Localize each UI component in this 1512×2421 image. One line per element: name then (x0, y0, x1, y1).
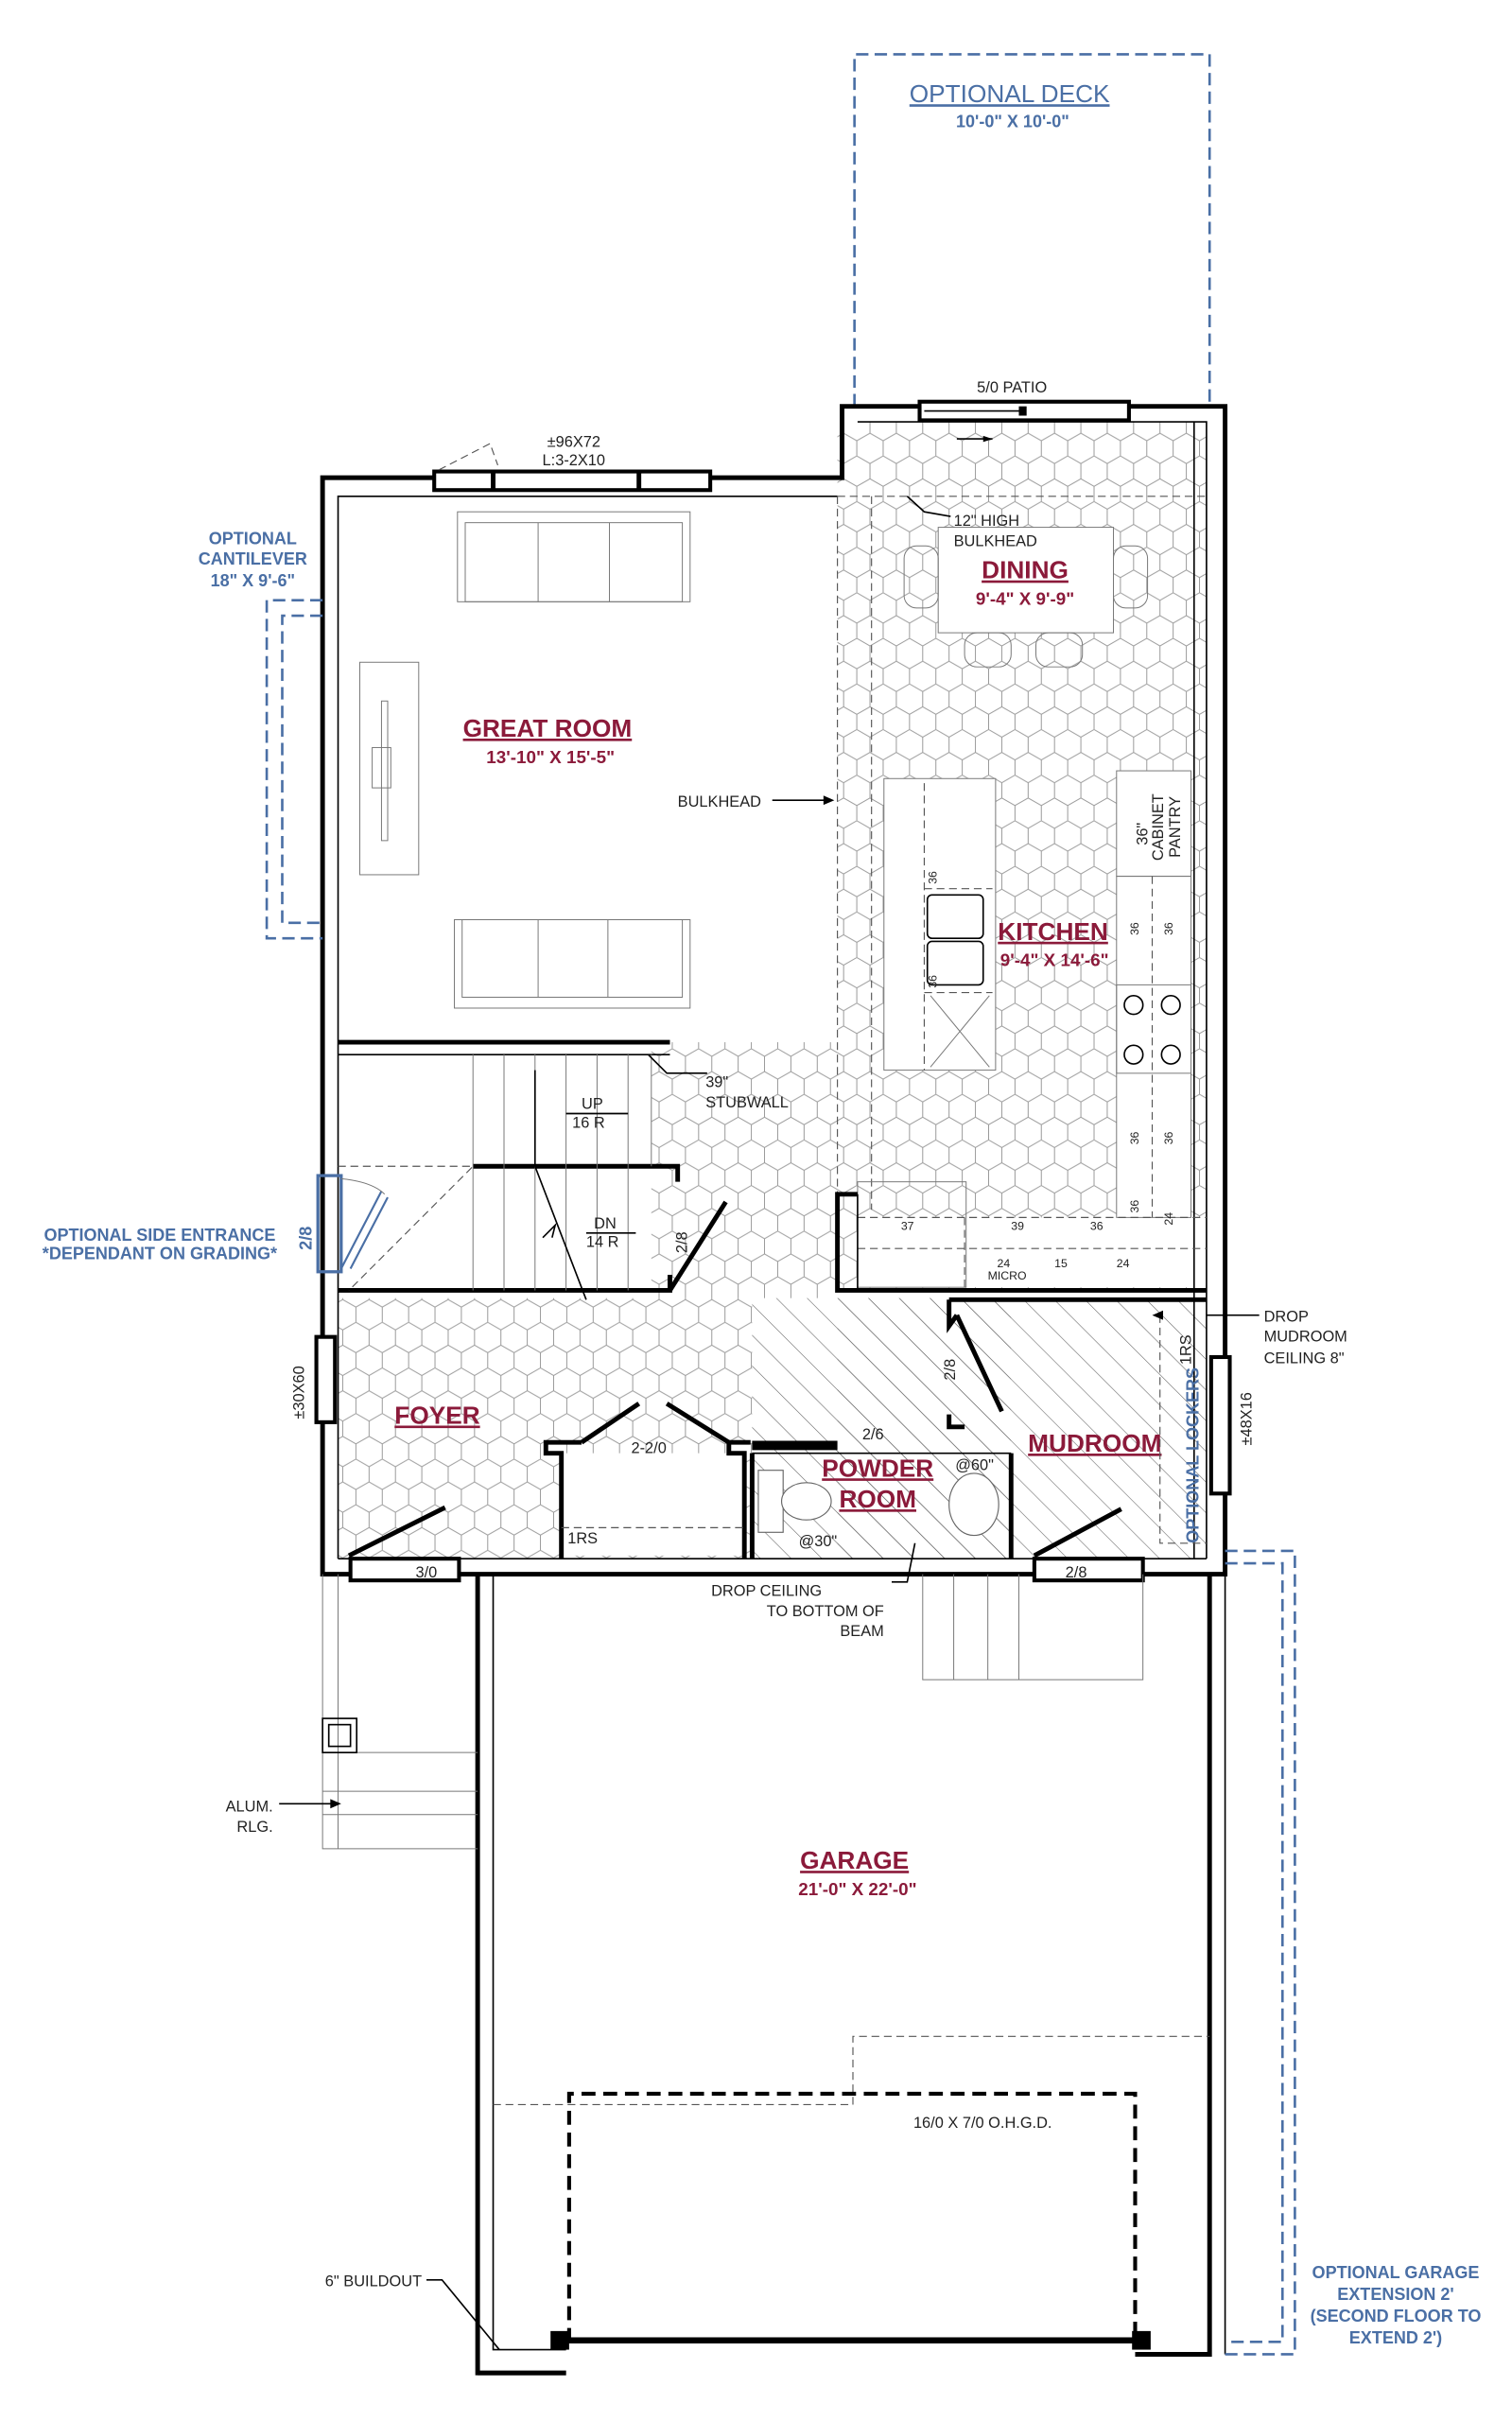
windows (314, 399, 1232, 1496)
stubwall-label: 39" (705, 1074, 728, 1091)
kitchen-dims-i-label: 37 (901, 1219, 914, 1232)
kitchen-dims-j-label: 39 (1011, 1219, 1024, 1232)
dining-bulkhead-label: 12" HIGH (954, 513, 1020, 530)
kitchen-dims-l-label: 24 (998, 1257, 1011, 1270)
kitchen-dims-n-label: 15 (1054, 1257, 1068, 1270)
garage-size: 21'-0" X 22'-0" (798, 1879, 916, 1899)
optional-garage-extension: OPTIONAL GARAGE EXTENSION 2' (SECOND FLO… (1225, 1549, 1482, 2356)
stairs-up-risers: 16 R (572, 1114, 605, 1131)
mudroom-label: MUDROOM (1028, 1429, 1161, 1457)
drop-ceiling-label: TO BOTTOM OF (767, 1603, 884, 1620)
mudroom-door-label: 2/8 (942, 1359, 959, 1381)
deck-title: OPTIONAL DECK (910, 79, 1110, 108)
kitchen-dims-h-label: 24 (1162, 1212, 1175, 1226)
garage-ext-l1-label: OPTIONAL GARAGE (1312, 2263, 1480, 2282)
drop-ceiling-mudroom-label: CEILING 8" (1264, 1350, 1345, 1367)
garage-entry-door-label: 2/8 (1066, 1564, 1087, 1581)
optional-lockers-label: OPTIONAL LOCKERS (1184, 1367, 1203, 1543)
drop-ceiling-label: DROP CEILING (711, 1583, 822, 1600)
drop-ceiling-label: BEAM (840, 1623, 883, 1640)
side-entrance-label: OPTIONAL SIDE ENTRANCE (43, 1226, 275, 1245)
exterior-walls (320, 404, 1228, 2376)
interior-walls (347, 1297, 1207, 1583)
drop-ceiling-mudroom-label: MUDROOM (1264, 1329, 1347, 1346)
powder-room-label-2: ROOM (839, 1485, 916, 1513)
garage-door-label: 16/0 X 7/0 O.H.G.D. (913, 2115, 1052, 2132)
dining-bulkhead-label: BULKHEAD (954, 532, 1037, 549)
garage-ext-l4-label: EXTEND 2') (1349, 2328, 1442, 2347)
powder-door-label: 2/6 (862, 1426, 884, 1443)
cantilever-label: OPTIONAL (209, 530, 297, 549)
stairs-down-risers: 14 R (586, 1234, 619, 1251)
pantry-label: 36" (1135, 823, 1152, 845)
kitchen-dims-b-label: 36 (927, 975, 940, 988)
great-room-size: 13'-10" X 15'-5" (486, 747, 615, 767)
kitchen-dims-micro-label: MICRO (988, 1269, 1027, 1282)
mudroom-window-label: ±48X16 (1238, 1392, 1255, 1445)
optional-cantilever: OPTIONAL CANTILEVER 18" X 9'-6" (199, 530, 323, 940)
side-entrance-note: *DEPENDANT ON GRADING* (43, 1245, 277, 1263)
deck-size: 10'-0" X 10'-0" (956, 112, 1069, 131)
cantilever-label: CANTILEVER (199, 549, 307, 568)
patio-door-label: 5/0 PATIO (977, 379, 1047, 396)
garage-label: GARAGE (800, 1846, 909, 1874)
kitchen-dimensions: 36 36 36 36 36 36 36 24 37 39 36 24 MICR… (901, 871, 1175, 1282)
dining-size: 9'-4" X 9'-9" (976, 589, 1074, 609)
optional-deck: OPTIONAL DECK 10'-0" X 10'-0" (853, 53, 1211, 407)
pantry-label: PANTRY (1167, 796, 1184, 858)
garage-ext-l3-label: (SECOND FLOOR TO (1311, 2307, 1482, 2325)
optional-side-entrance (316, 1174, 389, 1274)
mudroom-rod-shelf-label: 1RS (1178, 1334, 1195, 1365)
railing-label: ALUM. (226, 1798, 273, 1815)
bulkhead-label: BULKHEAD (678, 793, 761, 810)
staircase (338, 1039, 728, 1300)
window-lintel-label: L:3-2X10 (543, 452, 605, 469)
stairs-up-label: UP (582, 1096, 603, 1113)
dining-table (903, 527, 1149, 668)
dining-label: DINING (982, 556, 1069, 584)
kitchen-dims-d-label: 36 (1162, 922, 1175, 935)
railing-label: RLG. (236, 1819, 272, 1836)
garage (279, 1542, 1210, 2351)
powder-room-fixtures (757, 1470, 999, 1537)
closet-rod-shelf-label: 1RS (567, 1530, 598, 1547)
kitchen-dims-g-label: 36 (1128, 1200, 1141, 1213)
front-door-label: 3/0 (416, 1564, 438, 1581)
kitchen-cabinets (835, 770, 1207, 1293)
kitchen-size: 9'-4" X 14'-6" (1000, 950, 1109, 970)
powder-room-label: POWDER (822, 1454, 933, 1482)
pantry-label: CABINET (1150, 793, 1167, 861)
side-entrance-door-label: 2/8 (297, 1227, 316, 1250)
stubwall-label: STUBWALL (705, 1094, 789, 1111)
kitchen-dims-f-label: 36 (1162, 1131, 1175, 1144)
kitchen-dims-e-label: 36 (1128, 1131, 1141, 1144)
garage-ext-l2-label: EXTENSION 2' (1337, 2285, 1453, 2304)
sink-height-label: @60" (955, 1457, 994, 1474)
kitchen-dims-c-label: 36 (1128, 922, 1141, 935)
foyer-label: FOYER (394, 1401, 479, 1429)
foyer-window-label: ±30X60 (290, 1366, 307, 1419)
kitchen-label: KITCHEN (998, 917, 1108, 946)
stairs-down-label: DN (594, 1215, 617, 1232)
cantilever-size: 18" X 9'-6" (211, 571, 295, 590)
toilet-height-label: @30" (799, 1533, 838, 1550)
stair-door-label: 2/8 (674, 1231, 691, 1253)
closet-door-label: 2-2/0 (631, 1440, 666, 1457)
kitchen-dims-k-label: 36 (1090, 1219, 1104, 1232)
buildout-label: 6" BUILDOUT (325, 2273, 422, 2290)
window-size-label: ±96X72 (547, 433, 600, 450)
great-room-furniture (358, 511, 691, 1009)
great-room-label: GREAT ROOM (463, 714, 633, 742)
kitchen-dims-o-label: 24 (1117, 1257, 1130, 1270)
drop-ceiling-mudroom-label: DROP (1264, 1308, 1309, 1325)
kitchen-dims-a-label: 36 (927, 871, 940, 884)
